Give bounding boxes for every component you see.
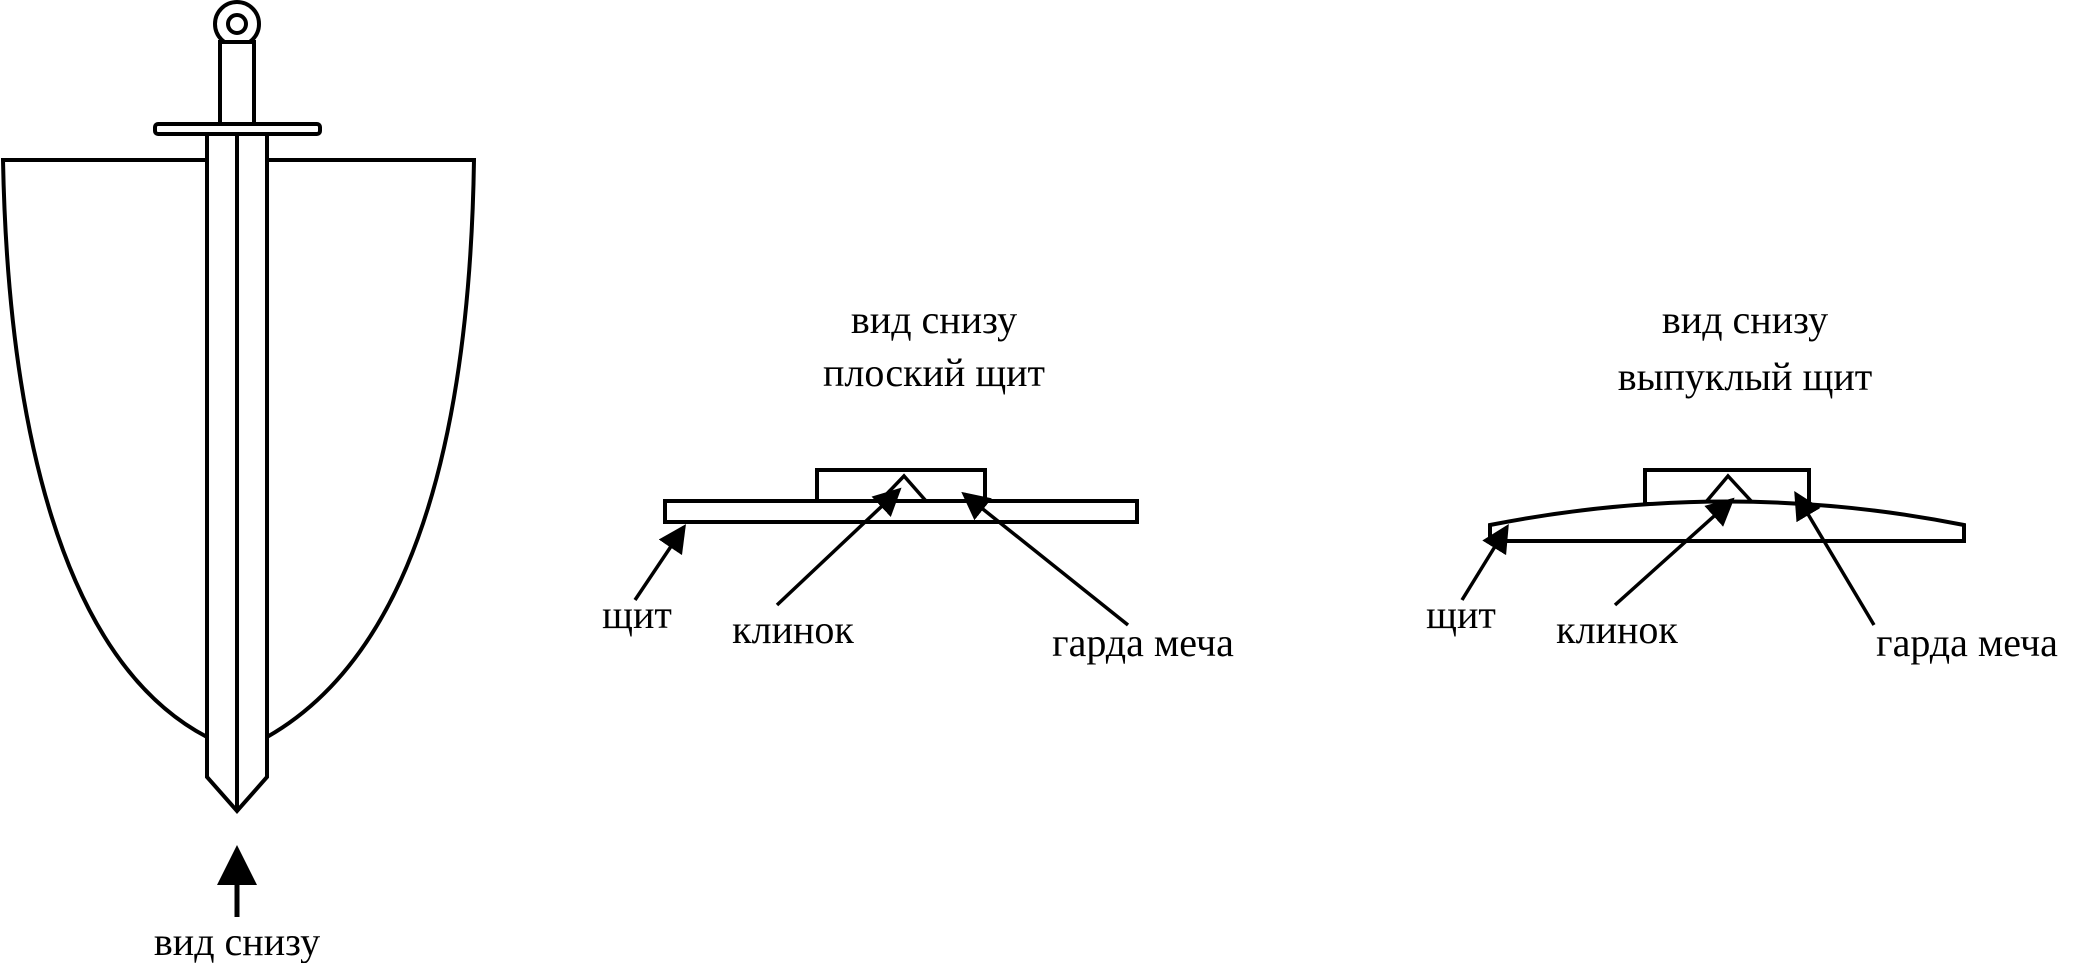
convex-guard-label: гарда меча <box>1876 620 2058 665</box>
convex-title-line1: вид снизу <box>1662 297 1828 342</box>
convex-shield-label: щит <box>1426 592 1496 637</box>
flat-title-line1: вид снизу <box>851 297 1017 342</box>
convex-shield <box>1488 499 1966 543</box>
flat-shield-label: щит <box>602 592 672 637</box>
flat-blade-arrow <box>775 487 902 607</box>
convex-title-line2: выпуклый щит <box>1618 354 1873 399</box>
convex-guard-arrow <box>1794 490 1876 626</box>
flat-shield <box>663 499 1139 524</box>
sword-front-view <box>153 0 322 815</box>
convex-shield-arrow <box>1460 524 1509 601</box>
convex-blade-label: клинок <box>1556 607 1678 652</box>
flat-guard-label: гарда меча <box>1052 620 1234 665</box>
convex-blade <box>1704 473 1754 504</box>
convex-blade-arrow <box>1613 497 1735 607</box>
flat-title-line2: плоский щит <box>823 350 1045 395</box>
flat-shield-arrow <box>633 524 686 601</box>
flat-guard-arrow <box>961 491 1130 627</box>
flat-blade-label: клинок <box>732 607 854 652</box>
flat-guard <box>815 468 987 503</box>
bottom-view-label: вид снизу <box>154 919 320 963</box>
